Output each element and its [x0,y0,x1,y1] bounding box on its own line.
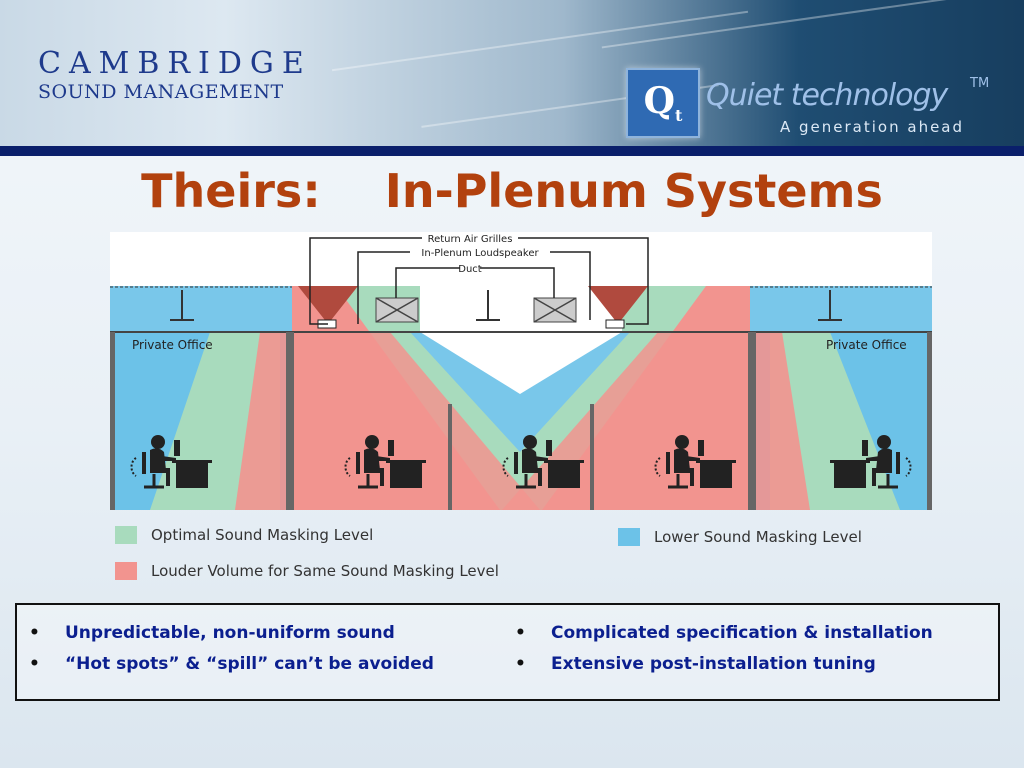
brand-name: Quiet technology [706,78,948,113]
bullet-text: Complicated specification & installation [551,623,933,643]
trademark: TM [970,76,990,91]
header-rule [0,146,1024,156]
qt-badge-icon: Qt [626,68,700,138]
speaker-cone-left [298,286,358,324]
bullet-right-2: • Extensive post-installation tuning [515,654,876,674]
bullets-box: • Unpredictable, non-uniform sound • “Ho… [15,603,1000,701]
tagline: A generation ahead [780,118,965,136]
legend-optimal: Optimal Sound Masking Level [115,526,373,544]
partitions [110,332,932,510]
legend-lower: Lower Sound Masking Level [618,528,862,546]
spill-red-right [750,332,810,510]
cambridge-logo: CAMBRIDGE SOUND MANAGEMENT [38,48,312,104]
louder-cone-center-left [320,332,540,510]
slide-title: Theirs: In-Plenum Systems [141,164,883,218]
bullet-marker: • [29,623,40,643]
label-private-office-right: Private Office [826,338,907,352]
bullet-marker: • [515,623,526,643]
header-banner: CAMBRIDGE SOUND MANAGEMENT Qt Quiet tech… [0,0,1024,148]
duct-left-icon [375,297,419,323]
bullet-marker: • [515,654,526,674]
bullet-right-1: • Complicated specification & installati… [515,623,933,643]
label-private-office-left: Private Office [132,338,213,352]
plenum-diagram: Return Air Grilles In-Plenum Loudspeaker… [110,232,932,510]
bullet-left-1: • Unpredictable, non-uniform sound [29,623,395,643]
label-in-plenum-loudspeaker: In-Plenum Loudspeaker [421,248,539,259]
logo-line1: CAMBRIDGE [38,46,312,81]
speaker-cone-right [588,286,648,324]
spill-red-left [235,332,292,510]
legend-label-louder: Louder Volume for Same Sound Masking Lev… [151,562,499,580]
logo-line2: SOUND MANAGEMENT [38,81,284,103]
label-return-air-grilles: Return Air Grilles [428,234,513,245]
bullet-text: Extensive post-installation tuning [551,654,876,674]
bullet-marker: • [29,654,40,674]
loudspeaker-right-icon [605,319,625,329]
legend-label-optimal: Optimal Sound Masking Level [151,526,374,544]
badge-sub: t [674,106,683,126]
badge-main: Q [643,80,675,122]
legend-swatch-optimal [115,526,137,544]
callout-lines [309,237,649,325]
bullet-text: Unpredictable, non-uniform sound [65,623,395,643]
bullet-text: “Hot spots” & “spill” can’t be avoided [65,654,434,674]
legend-label-lower: Lower Sound Masking Level [654,528,862,546]
ceiling-hangers [170,290,842,321]
legend-swatch-louder [115,562,137,580]
duct-right-icon [533,297,577,323]
bullet-left-2: • “Hot spots” & “spill” can’t be avoided [29,654,434,674]
legend-swatch-lower [618,528,640,546]
legend-louder: Louder Volume for Same Sound Masking Lev… [115,562,499,580]
label-duct: Duct [458,264,482,275]
